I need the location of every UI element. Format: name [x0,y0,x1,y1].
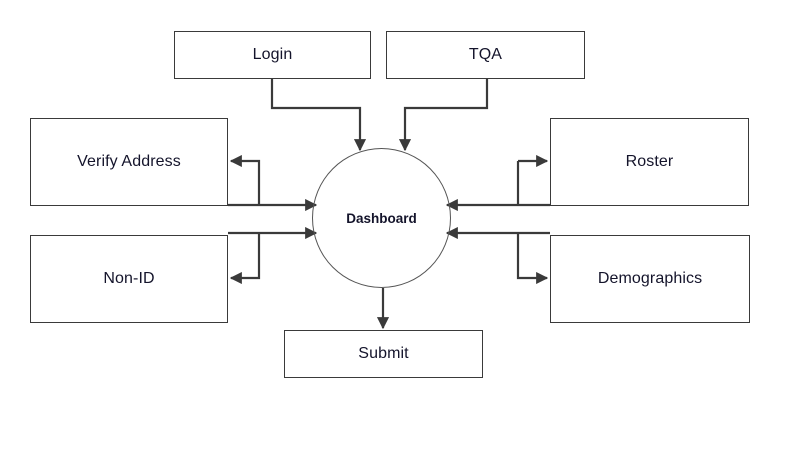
connector-tqa-to-dashboard [398,79,489,152]
node-non-id-label: Non-ID [103,270,155,287]
node-verify-address-label: Verify Address [77,153,181,170]
connector-login-to-dashboard [270,79,367,152]
node-non-id[interactable]: Non-ID [30,235,228,323]
node-tqa[interactable]: TQA [386,31,585,79]
node-verify-address[interactable]: Verify Address [30,118,228,206]
node-login-label: Login [252,46,293,63]
node-tqa-label: TQA [468,46,503,63]
node-roster[interactable]: Roster [550,118,749,206]
connector-dashboard-to-verify-address [229,154,261,205]
node-roster-label: Roster [625,153,674,170]
connector-dashboard-to-non-id [229,233,261,285]
node-demographics-label: Demographics [597,270,703,287]
node-submit[interactable]: Submit [284,330,483,378]
node-submit-label: Submit [358,345,409,362]
hub-dashboard[interactable]: Dashboard [312,148,451,288]
connector-dashboard-to-demographics [516,233,549,285]
node-demographics[interactable]: Demographics [550,235,750,323]
hub-dashboard-label: Dashboard [346,210,417,226]
node-login[interactable]: Login [174,31,371,79]
